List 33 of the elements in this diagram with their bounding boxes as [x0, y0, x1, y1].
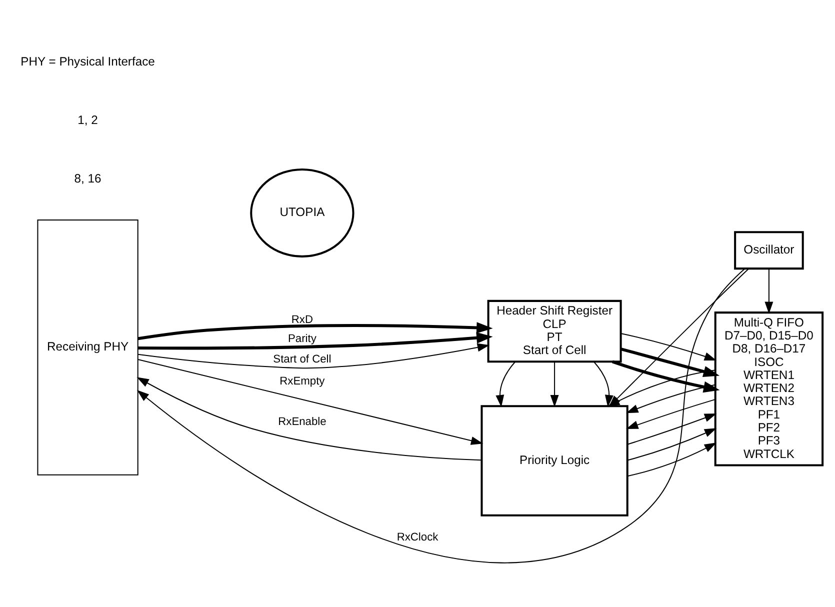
node-box: Multi-Q FIFO D7–D0, D15–D0 D8, D16–D17 ISOC WRTEN1 WRTEN2 WRTEN3 PF1 PF2 PF3 WRTCLK — [714, 312, 824, 466]
arrow — [138, 343, 490, 369]
arrow — [626, 384, 716, 414]
arrow — [138, 332, 493, 350]
arrow — [138, 322, 493, 340]
arrow — [627, 428, 717, 461]
arrow — [612, 360, 720, 393]
arrow — [627, 414, 717, 445]
label: PHY = Physical Interface — [20, 54, 155, 68]
arrow — [620, 333, 717, 360]
arrow — [136, 377, 482, 461]
edge-label: RxEnable — [278, 416, 326, 428]
arrow — [550, 362, 559, 408]
node-box: Receiving PHY — [37, 220, 138, 476]
edge-label: RxClock — [396, 531, 438, 544]
node-box: Priority Logic — [480, 405, 628, 516]
arrow — [496, 361, 516, 408]
arrow — [138, 358, 484, 445]
node-box: Oscillator — [734, 231, 804, 270]
node-ellipse: UTOPIA — [250, 168, 354, 258]
edge-label: RxD — [291, 314, 314, 326]
arrow — [137, 268, 746, 564]
arrow — [594, 361, 614, 408]
label: 8, 16 — [74, 172, 102, 186]
arrow — [627, 442, 717, 477]
node-box: Header Shift Register CLP PT Start of Cell — [487, 300, 622, 363]
edge-label: RxEmpty — [280, 376, 325, 388]
edge-label: Start of Cell — [273, 353, 332, 366]
label: 1, 2 — [78, 113, 98, 128]
arrow — [764, 268, 774, 314]
edge-label: Parity — [288, 333, 316, 346]
arrow — [626, 398, 716, 429]
arrow — [620, 348, 720, 378]
